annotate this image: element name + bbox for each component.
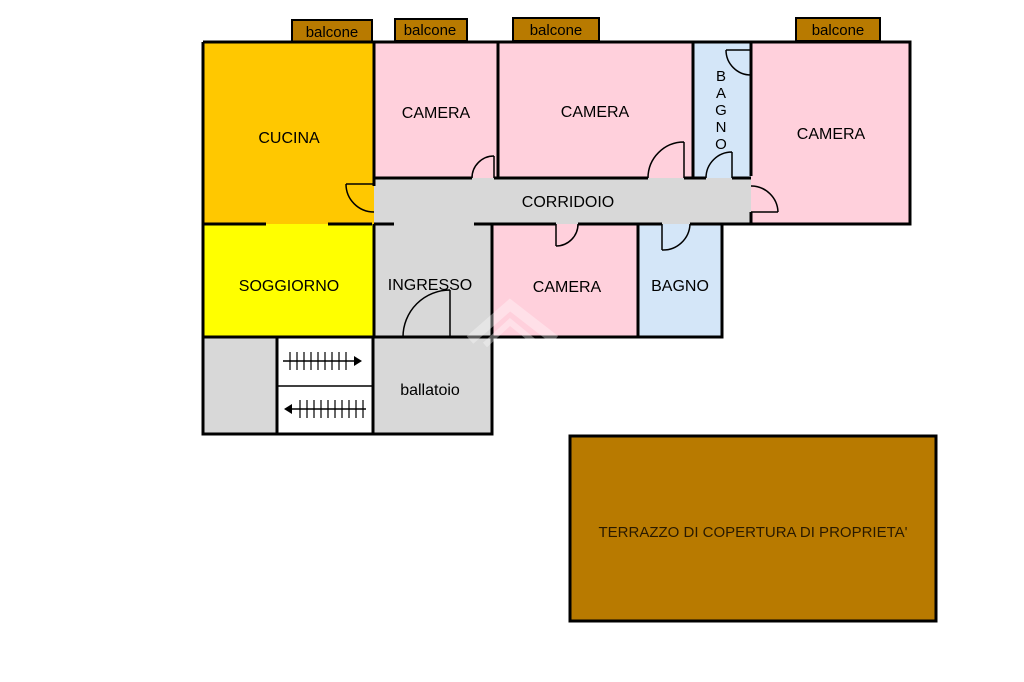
- terrazzo-area: [568, 434, 938, 623]
- door-bagno: [661, 223, 691, 251]
- stairs-lower-ticks: [299, 400, 364, 418]
- label-camera-3: CAMERA: [797, 126, 866, 143]
- room-labels: CUCINA CAMERA CAMERA CAMERA CORRIDOIO SO…: [239, 68, 908, 541]
- balcone-label-4: balcone: [812, 22, 865, 39]
- door-bagno-vertical: [705, 151, 733, 179]
- outer-wall: [201, 40, 912, 436]
- bagno-vertical-area: [693, 42, 751, 178]
- room-fills: [203, 42, 910, 434]
- balcone-label-1: balcone: [306, 24, 359, 41]
- walls: [201, 40, 912, 436]
- svg-text:G: G: [715, 102, 727, 119]
- balcone-label-3: balcone: [530, 22, 583, 39]
- label-bagno: BAGNO: [651, 278, 709, 295]
- camera-4-area: [492, 224, 638, 337]
- label-cucina: CUCINA: [258, 130, 320, 147]
- stair-landing-area: [203, 337, 277, 434]
- label-ballatoio: ballatoio: [400, 382, 460, 399]
- camera-2-area: [498, 42, 693, 178]
- soggiorno-area: [203, 224, 374, 337]
- label-camera-4: CAMERA: [533, 279, 602, 296]
- door-ingresso: [402, 289, 451, 338]
- door-camera-1: [471, 155, 495, 179]
- camera-1-area: [374, 42, 498, 178]
- svg-text:O: O: [715, 136, 727, 153]
- label-camera-1: CAMERA: [402, 105, 471, 122]
- label-soggiorno: SOGGIORNO: [239, 278, 339, 295]
- label-corridoio: CORRIDOIO: [522, 194, 614, 211]
- door-camera-4: [555, 223, 579, 247]
- label-terrazzo: TERRAZZO DI COPERTURA DI PROPRIETA': [598, 524, 907, 541]
- svg-text:N: N: [716, 119, 727, 136]
- cucina-area: [203, 42, 374, 224]
- corridoio-area: [374, 178, 751, 224]
- ballatoio-area: [373, 337, 492, 434]
- svg-text:A: A: [716, 85, 726, 102]
- doors: [345, 49, 779, 338]
- door-camera-3: [750, 185, 779, 213]
- stairs-lower-arrowhead: [284, 404, 292, 414]
- balcone-label-2: balcone: [404, 22, 457, 39]
- label-bagno-vertical: B A G N O: [715, 68, 727, 153]
- label-camera-2: CAMERA: [561, 104, 630, 121]
- door-bagno-vertical-top: [725, 49, 752, 76]
- watermark-logo: [466, 298, 559, 348]
- door-camera-2: [647, 141, 685, 179]
- ingresso-area: [374, 224, 492, 337]
- stairs-upper-arrowhead: [354, 356, 362, 366]
- stairs-upper-ticks: [289, 352, 347, 370]
- svg-text:B: B: [716, 68, 726, 85]
- door-cucina: [345, 183, 375, 213]
- label-ingresso: INGRESSO: [388, 277, 472, 294]
- balconies: balcone balcone balcone balcone: [291, 17, 881, 43]
- bagno-area: [638, 224, 722, 337]
- stairs: [283, 352, 366, 418]
- camera-3-area: [751, 42, 910, 224]
